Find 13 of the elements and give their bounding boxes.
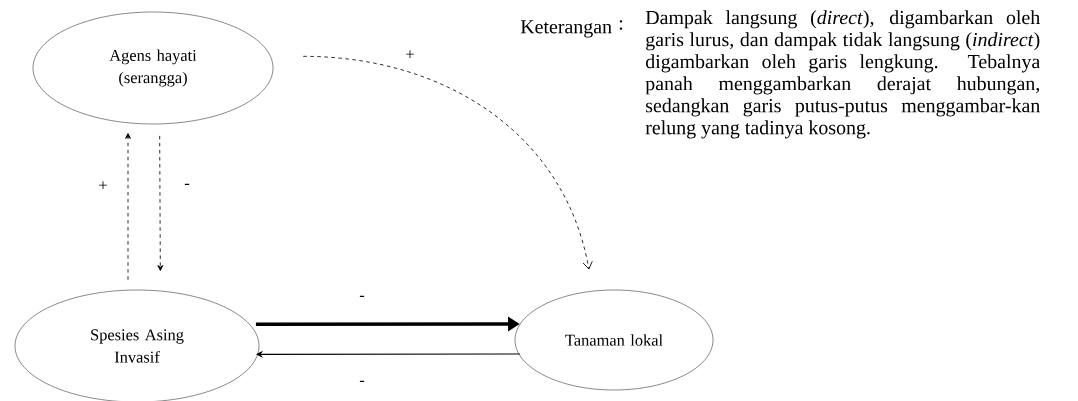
legend-heading: : — [619, 20, 623, 30]
legend-note: Dampak langsung (direct), digambarkan oleh garis lurus, dan dampak tidak langsung (indirect) digambarkan oleh garis lengkung. Tebalnya panah menggambarkan derajat hubungan, sedangkan garis putus-putus menggambar-kan relung yang tadinya kosong. — [645, 10, 1040, 139]
edge-label: - — [183, 182, 191, 190]
edge-label: + — [404, 49, 416, 61]
arrow — [125, 133, 131, 281]
edge-label: + — [97, 180, 109, 192]
arrow — [302, 55, 593, 270]
ellipse-node: Agens hayati (serangga) — [32, 11, 274, 125]
legend-heading: Keterangan — [520, 20, 612, 38]
edge-label: - — [358, 294, 366, 302]
edge-label: - — [358, 379, 366, 387]
ellipse-node: Tanaman lokal — [514, 289, 714, 391]
arrow — [157, 135, 164, 271]
